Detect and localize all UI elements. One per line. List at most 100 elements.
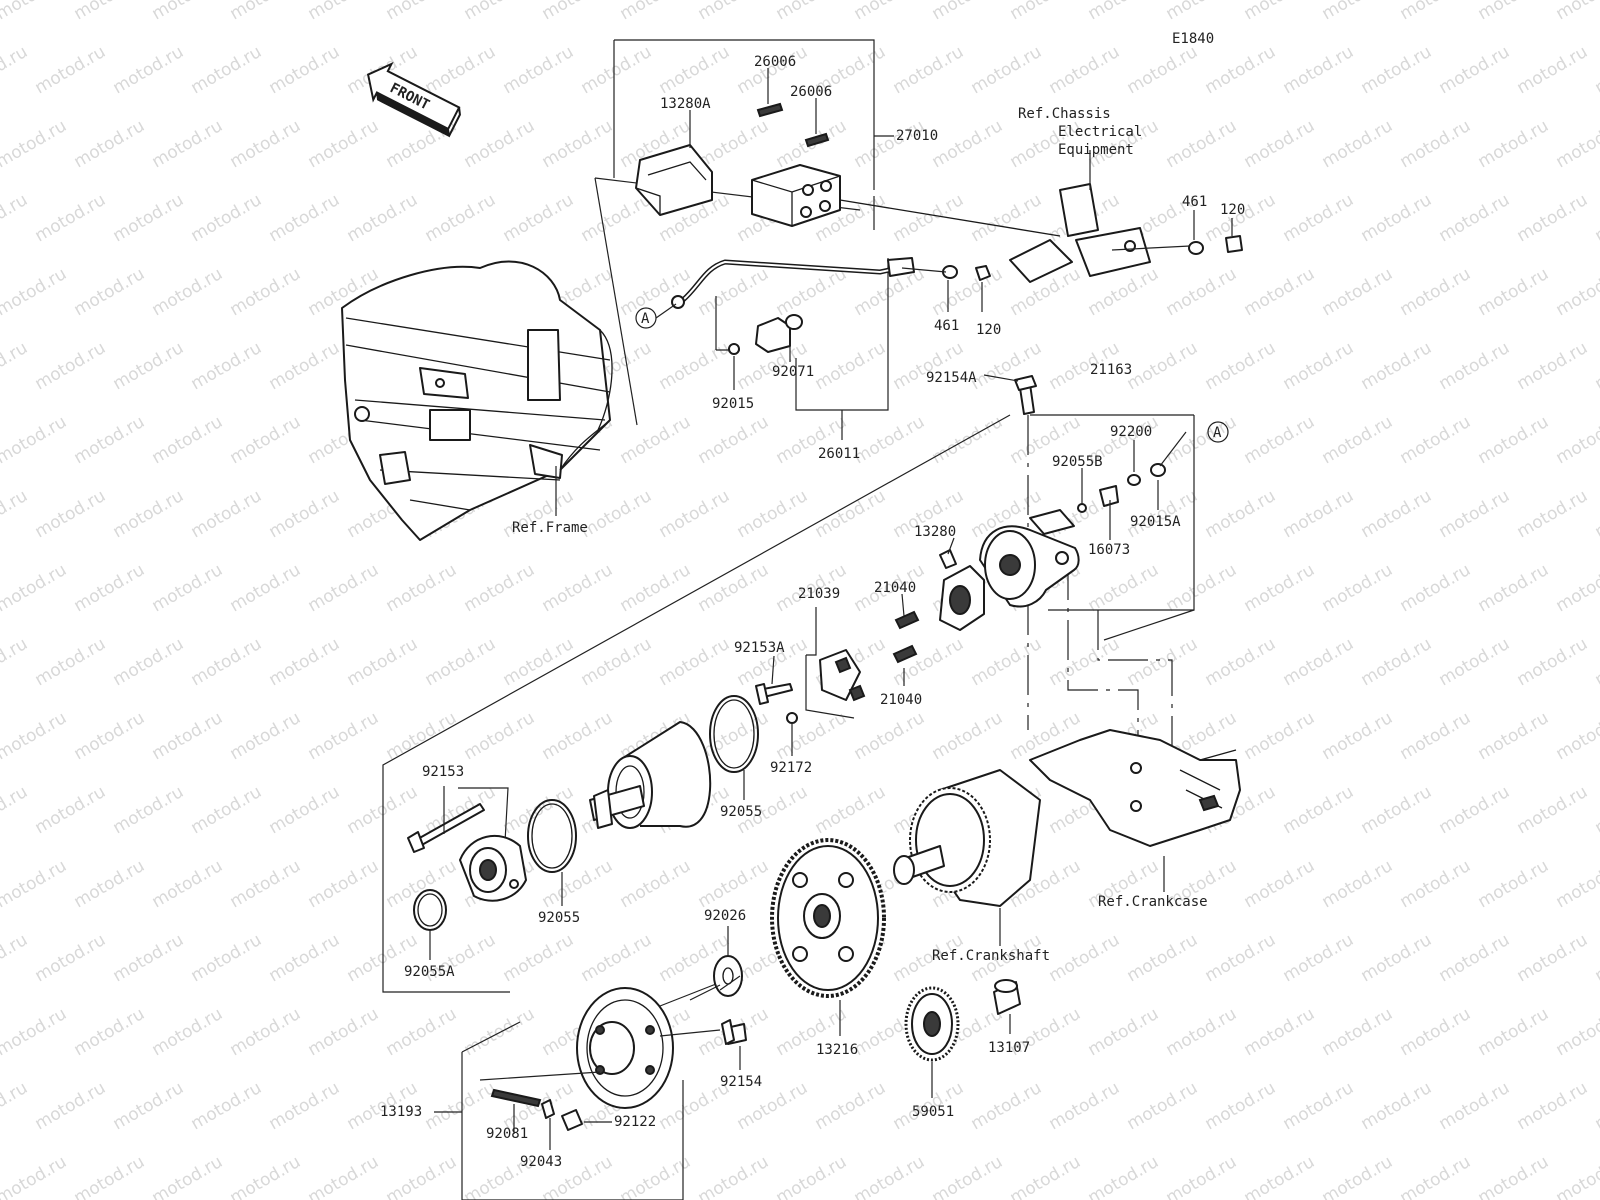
- watermark-text: motod.ru: [1241, 560, 1319, 616]
- watermark-text: motod.ru: [773, 0, 851, 24]
- brush-plate-21039: [819, 649, 866, 702]
- watermark-text: motod.ru: [188, 486, 266, 542]
- watermark-text: motod.ru: [578, 42, 656, 98]
- watermark-text: motod.ru: [71, 708, 149, 764]
- watermark-text: motod.ru: [500, 190, 578, 246]
- watermark-text: motod.ru: [305, 1004, 383, 1060]
- connection-marker-a-right: A: [1207, 421, 1229, 443]
- watermark-text: motod.ru: [1358, 634, 1436, 690]
- watermark-text: motod.ru: [1319, 560, 1397, 616]
- watermark-text: motod.ru: [851, 1152, 929, 1200]
- watermark-text: motod.ru: [1358, 1078, 1436, 1134]
- watermark-text: motod.ru: [1163, 0, 1241, 24]
- watermark-text: motod.ru: [110, 190, 188, 246]
- watermark-text: motod.ru: [1514, 42, 1592, 98]
- watermark-text: motod.ru: [656, 338, 734, 394]
- watermark-text: motod.ru: [1475, 856, 1553, 912]
- part-92172: 92172: [770, 760, 812, 776]
- watermark-text: motod.ru: [1475, 0, 1553, 24]
- part-92015A: 92015A: [1130, 514, 1181, 530]
- watermark-text: motod.ru: [149, 856, 227, 912]
- watermark-text: motod.ru: [500, 634, 578, 690]
- watermark-text: motod.ru: [1241, 264, 1319, 320]
- watermark-text: motod.ru: [1553, 0, 1600, 24]
- watermark-text: motod.ru: [890, 190, 968, 246]
- watermark-text: motod.ru: [383, 1152, 461, 1200]
- ref-crankshaft: Ref.Crankshaft: [932, 948, 1050, 964]
- ref-crankcase: Ref.Crankcase: [1098, 894, 1208, 910]
- watermark-text: motod.ru: [32, 190, 110, 246]
- watermark-text: motod.ru: [1436, 782, 1514, 838]
- watermark-text: motod.ru: [1475, 1152, 1553, 1200]
- watermark-text: motod.ru: [968, 1078, 1046, 1134]
- watermark-text: motod.ru: [383, 560, 461, 616]
- watermark-text: motod.ru: [1163, 412, 1241, 468]
- watermark-text: motod.ru: [929, 264, 1007, 320]
- watermark-text: motod.ru: [1085, 1004, 1163, 1060]
- watermark-text: motod.ru: [1592, 634, 1600, 690]
- watermark-text: motod.ru: [1397, 1152, 1475, 1200]
- watermark-text: motod.ru: [461, 708, 539, 764]
- watermark-text: motod.ru: [305, 708, 383, 764]
- watermark-text: motod.ru: [1358, 782, 1436, 838]
- watermark-text: motod.ru: [1124, 42, 1202, 98]
- watermark-text: motod.ru: [1475, 1004, 1553, 1060]
- watermark-text: motod.ru: [1436, 634, 1514, 690]
- watermark-text: motod.ru: [1202, 486, 1280, 542]
- watermark-text: motod.ru: [1358, 338, 1436, 394]
- watermark-text: motod.ru: [305, 1152, 383, 1200]
- watermark-text: motod.ru: [1124, 634, 1202, 690]
- ref-chassis-line2: Electrical: [1058, 124, 1142, 140]
- watermark-text: motod.ru: [422, 634, 500, 690]
- watermark-text: motod.ru: [1280, 1078, 1358, 1134]
- part-26006-lower: 26006: [790, 84, 832, 100]
- watermark-text: motod.ru: [1514, 190, 1592, 246]
- part-92200: 92200: [1110, 424, 1152, 440]
- part-92122: 92122: [614, 1114, 656, 1130]
- watermark-text: motod.ru: [422, 190, 500, 246]
- watermark-text: motod.ru: [929, 1152, 1007, 1200]
- watermark-text: motod.ru: [617, 264, 695, 320]
- watermark-text: motod.ru: [1202, 634, 1280, 690]
- watermark-text: motod.ru: [149, 264, 227, 320]
- watermark-text: motod.ru: [1514, 1078, 1592, 1134]
- watermark-text: motod.ru: [188, 190, 266, 246]
- crankcase-assembly: [1029, 729, 1241, 847]
- watermark-text: motod.ru: [188, 634, 266, 690]
- watermark-text: motod.ru: [578, 486, 656, 542]
- nut-washer-461-120: [942, 265, 991, 281]
- watermark-text: motod.ru: [0, 412, 70, 468]
- watermark-text: motod.ru: [305, 560, 383, 616]
- watermark-text: motod.ru: [1241, 116, 1319, 172]
- watermark-text: motod.ru: [0, 708, 70, 764]
- part-16073: 16073: [1088, 542, 1130, 558]
- watermark-text: motod.ru: [1280, 930, 1358, 986]
- part-120-right: 120: [1220, 202, 1245, 218]
- watermark-text: motod.ru: [422, 42, 500, 98]
- ref-chassis-line3: Equipment: [1058, 142, 1134, 158]
- watermark-text: motod.ru: [695, 560, 773, 616]
- watermark-text: motod.ru: [149, 412, 227, 468]
- watermark-text: motod.ru: [1592, 190, 1600, 246]
- watermark-text: motod.ru: [1514, 782, 1592, 838]
- watermark-text: motod.ru: [1514, 486, 1592, 542]
- watermark-text: motod.ru: [656, 42, 734, 98]
- watermark-text: motod.ru: [1436, 486, 1514, 542]
- watermark-text: motod.ru: [851, 116, 929, 172]
- part-92154A: 92154A: [926, 370, 977, 386]
- watermark-text: motod.ru: [968, 190, 1046, 246]
- part-461-left: 461: [934, 318, 959, 334]
- shaft-13107: [993, 979, 1021, 1015]
- watermark-text: motod.ru: [383, 1004, 461, 1060]
- watermark-text: motod.ru: [1592, 930, 1600, 986]
- watermark-text: motod.ru: [344, 190, 422, 246]
- reference-labels: Ref.Chassis Electrical Equipment Ref.Fra…: [512, 106, 1208, 964]
- watermark-text: motod.ru: [929, 708, 1007, 764]
- watermark-text: motod.ru: [1553, 856, 1600, 912]
- screw-92153A: [755, 683, 793, 705]
- starter-idle-gear-13216: [770, 838, 886, 998]
- watermark-text: motod.ru: [1358, 42, 1436, 98]
- watermark-text: motod.ru: [71, 0, 149, 24]
- watermark-text: motod.ru: [1592, 486, 1600, 542]
- part-59051: 59051: [912, 1104, 954, 1120]
